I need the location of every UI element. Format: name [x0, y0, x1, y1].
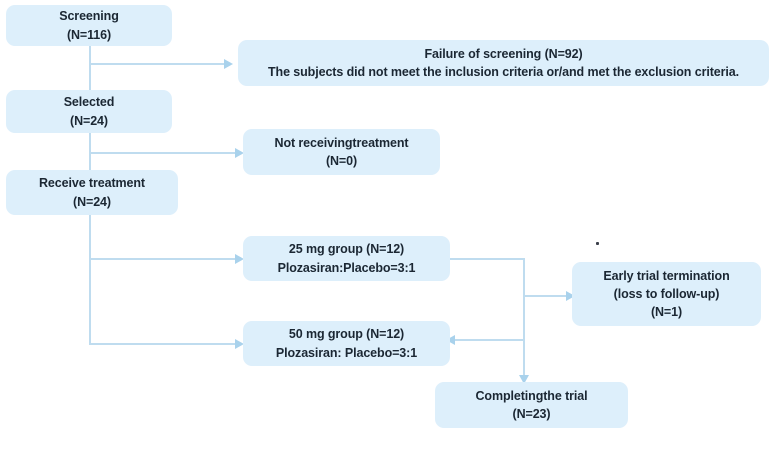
group-25mg-node: 25 mg group (N=12) Plozasiran:Placebo=3:…: [243, 236, 450, 281]
not-receiving-line-2: (N=0): [325, 154, 358, 168]
connector-selected-to-not-receiving: [89, 152, 237, 154]
arrowhead-to-50mg-icon: [235, 339, 244, 349]
scan-speck-artifact: [596, 242, 599, 245]
not-receiving-treatment-node: Not receivingtreatment (N=0): [243, 129, 440, 175]
connector-receive-treatment-spine: [89, 215, 91, 344]
failure-of-screening-node: Failure of screening (N=92) The subjects…: [238, 40, 769, 86]
arrowhead-to-50mg-left-icon: [446, 335, 455, 345]
early-trial-termination-node: Early trial termination (loss to follow-…: [572, 262, 761, 326]
connector-25mg-to-junction: [450, 258, 525, 260]
receive-line-2: (N=24): [73, 194, 111, 209]
group-25mg-line-1: 25 mg group (N=12): [288, 242, 405, 257]
connector-receive-to-25mg: [89, 258, 237, 260]
connector-screening-to-failure: [89, 63, 226, 65]
arrowhead-to-failure-icon: [224, 59, 233, 69]
failure-line-2: The subjects did not meet the inclusion …: [268, 65, 739, 79]
connector-junction-spine: [523, 258, 525, 380]
completing-line-1: Completingthe trial: [475, 388, 588, 403]
arrowhead-to-termination-icon: [566, 291, 575, 301]
completing-the-trial-node: Completingthe trial (N=23): [435, 382, 628, 428]
group-50mg-line-2: Plozasiran: Placebo=3:1: [275, 345, 418, 360]
selected-node: Selected (N=24): [6, 90, 172, 133]
arrowhead-to-25mg-icon: [235, 254, 244, 264]
receive-line-1: Receive treatment: [39, 176, 145, 191]
termination-line-2: (loss to follow-up): [613, 286, 720, 301]
group-50mg-node: 50 mg group (N=12) Plozasiran: Placebo=3…: [243, 321, 450, 366]
failure-line-1: Failure of screening (N=92): [424, 46, 583, 61]
completing-line-2: (N=23): [512, 407, 551, 421]
not-receiving-line-1: Not receivingtreatment: [274, 135, 409, 150]
arrowhead-to-completing-icon: [519, 375, 529, 384]
screening-line-1: Screening: [59, 9, 119, 24]
group-25mg-line-2: Plozasiran:Placebo=3:1: [277, 260, 416, 275]
selected-line-2: (N=24): [70, 113, 108, 128]
selected-line-1: Selected: [63, 95, 115, 110]
termination-line-3: (N=1): [650, 305, 683, 320]
group-50mg-line-1: 50 mg group (N=12): [288, 327, 405, 342]
connector-screening-to-selected: [89, 45, 91, 91]
screening-node: Screening (N=116): [6, 5, 172, 46]
termination-line-1: Early trial termination: [603, 268, 730, 283]
connector-junction-to-50mg: [455, 339, 524, 341]
arrowhead-to-not-receiving-icon: [235, 148, 244, 158]
receive-treatment-node: Receive treatment (N=24): [6, 170, 178, 215]
connector-receive-to-50mg: [89, 343, 237, 345]
connector-junction-to-termination: [523, 295, 568, 297]
screening-line-2: (N=116): [66, 27, 112, 42]
